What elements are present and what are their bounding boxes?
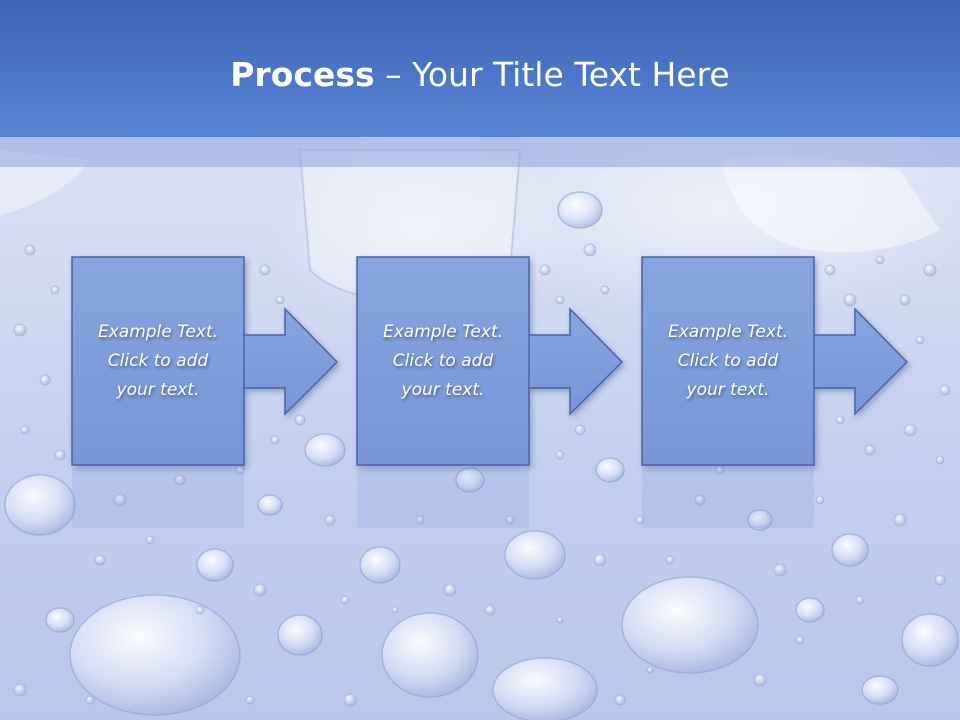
title-separator: –	[374, 55, 413, 94]
box-reflections	[72, 468, 814, 528]
process-box-1	[71, 256, 245, 466]
title-bold-part: Process	[230, 55, 375, 94]
process-step-3[interactable]	[641, 256, 909, 466]
process-box-2	[356, 256, 530, 466]
process-step-2[interactable]	[356, 256, 624, 466]
slide-title[interactable]: Process – Your Title Text Here	[0, 52, 960, 98]
process-arrow-1	[242, 307, 339, 416]
title-strip	[0, 137, 960, 167]
small-drops	[13, 243, 951, 707]
process-box-3	[641, 256, 815, 466]
process-arrow-3	[812, 307, 909, 416]
process-step-1[interactable]	[71, 256, 339, 466]
process-arrow-2	[527, 307, 624, 416]
title-rest: Your Title Text Here	[412, 55, 730, 94]
title-band	[0, 0, 960, 137]
ice-shape	[720, 156, 940, 253]
large-drops	[4, 191, 959, 720]
